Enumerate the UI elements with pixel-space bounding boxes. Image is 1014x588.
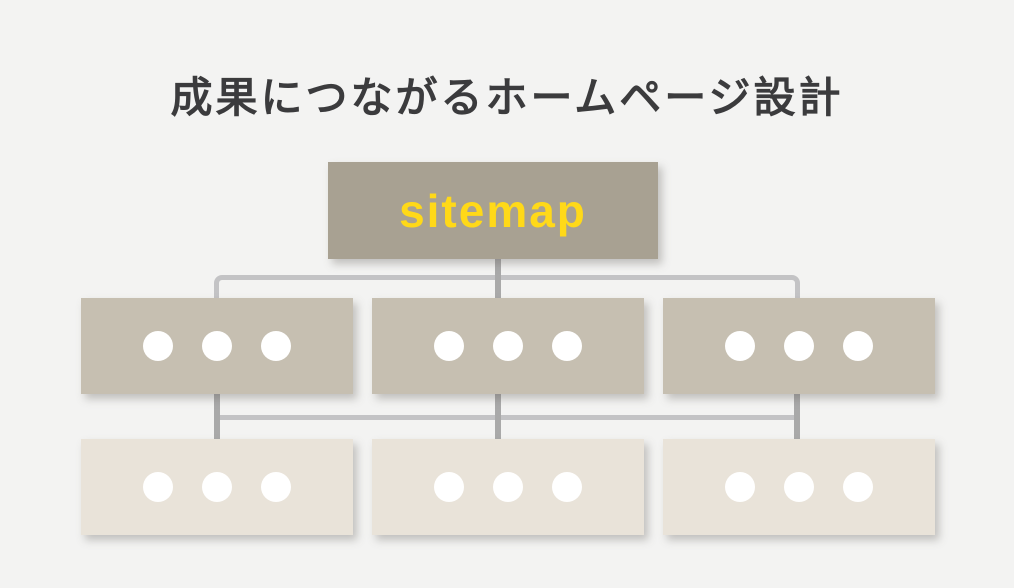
placeholder-dot-icon [784, 331, 814, 361]
root-vertical-connector [495, 254, 501, 304]
placeholder-dot-icon [143, 472, 173, 502]
column3-vertical-connector [794, 390, 800, 443]
placeholder-dot-icon [843, 331, 873, 361]
placeholder-dot-icon [261, 331, 291, 361]
placeholder-dot-icon [725, 472, 755, 502]
column2-vertical-connector [495, 390, 501, 443]
placeholder-dot-icon [202, 472, 232, 502]
placeholder-dot-icon [493, 331, 523, 361]
page-title: 成果につながるホームページ設計 [170, 74, 844, 121]
sitemap-label: sitemap [399, 184, 587, 237]
placeholder-dot-icon [261, 472, 291, 502]
level1-to-level2-horizontal-connector [214, 415, 800, 420]
root-to-level1-bracket-connector [214, 275, 800, 306]
level1-page-node [81, 298, 353, 394]
level1-page-node [372, 298, 644, 394]
placeholder-dot-icon [434, 331, 464, 361]
placeholder-dot-icon [202, 331, 232, 361]
level2-page-node [81, 439, 353, 535]
column1-vertical-connector [214, 390, 220, 443]
placeholder-dot-icon [725, 331, 755, 361]
placeholder-dot-icon [843, 472, 873, 502]
placeholder-dot-icon [493, 472, 523, 502]
placeholder-dot-icon [784, 472, 814, 502]
level1-page-node [663, 298, 935, 394]
placeholder-dot-icon [552, 331, 582, 361]
level2-page-node [663, 439, 935, 535]
sitemap-root-node: sitemap [328, 162, 658, 259]
level2-page-node [372, 439, 644, 535]
placeholder-dot-icon [552, 472, 582, 502]
placeholder-dot-icon [434, 472, 464, 502]
placeholder-dot-icon [143, 331, 173, 361]
